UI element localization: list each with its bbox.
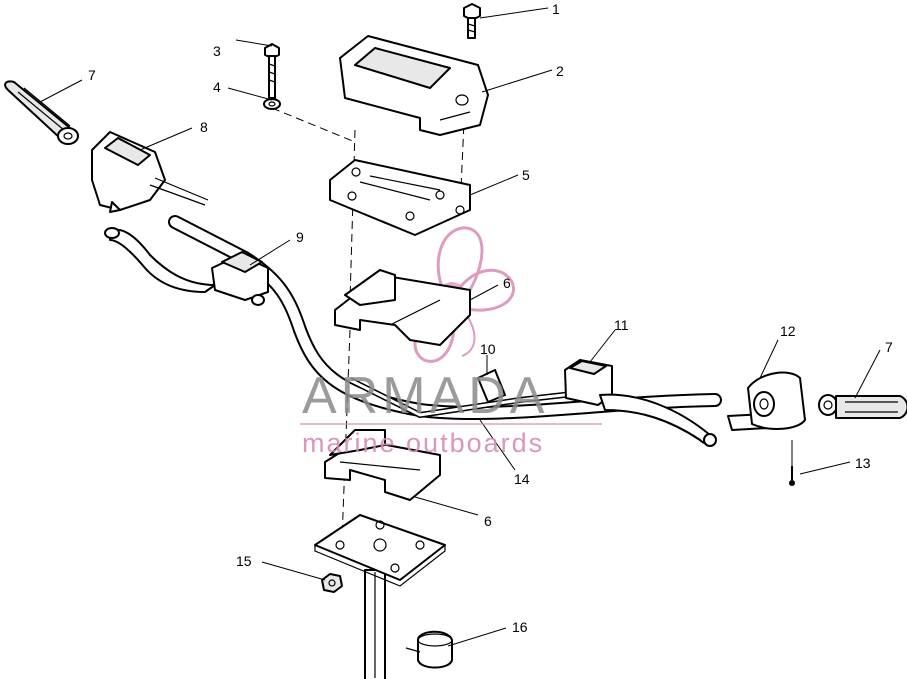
callout-4: 4 xyxy=(213,79,221,95)
callout-7-left: 7 xyxy=(88,67,96,83)
callout-9: 9 xyxy=(296,229,304,245)
part-2-cover xyxy=(339,35,489,136)
part-12-throttle-housing xyxy=(727,371,806,431)
part-15-nut xyxy=(321,573,343,593)
callout-10: 10 xyxy=(480,341,496,357)
watermark-brand: ARMADA xyxy=(302,367,548,425)
part-14-crossbar xyxy=(348,377,591,419)
handlebar xyxy=(168,215,722,421)
callout-12: 12 xyxy=(780,323,796,339)
callout-2: 2 xyxy=(556,63,564,79)
part-10-throttle-tube xyxy=(477,369,506,403)
part-11-right-lever xyxy=(564,359,717,447)
callout-15: 15 xyxy=(236,553,252,569)
callout-6-upper: 6 xyxy=(503,275,511,291)
watermark: ARMADA marine outboards xyxy=(300,367,602,458)
leader-lines xyxy=(39,7,881,647)
part-7-left-grip xyxy=(4,80,79,145)
mounting-plate xyxy=(314,514,446,587)
steering-post xyxy=(364,569,386,679)
callout-8: 8 xyxy=(200,119,208,135)
part-13-screw xyxy=(789,440,795,486)
callout-1: 1 xyxy=(552,1,560,17)
part-9-left-lever xyxy=(104,227,269,306)
part-8-left-housing xyxy=(91,131,209,213)
callout-numbers: 1 2 3 4 5 6 6 7 7 8 9 10 11 12 13 14 15 … xyxy=(88,1,893,635)
callout-5: 5 xyxy=(522,167,530,183)
callout-6-lower: 6 xyxy=(484,513,492,529)
part-6-upper-clamp xyxy=(334,269,471,346)
part-1-bolt xyxy=(463,3,481,39)
callout-14: 14 xyxy=(514,471,530,487)
part-7-right-grip xyxy=(818,394,907,419)
callout-13: 13 xyxy=(855,455,871,471)
part-4-washer xyxy=(263,98,281,110)
part-5-plate xyxy=(329,159,471,236)
callout-16: 16 xyxy=(512,619,528,635)
watermark-tagline: marine outboards xyxy=(302,428,544,458)
callout-7-right: 7 xyxy=(885,339,893,355)
part-16-clamp xyxy=(405,630,453,669)
callout-3: 3 xyxy=(213,43,221,59)
part-6-lower-clamp xyxy=(324,429,441,501)
part-3-bolt xyxy=(264,43,280,99)
callout-11: 11 xyxy=(614,317,629,333)
